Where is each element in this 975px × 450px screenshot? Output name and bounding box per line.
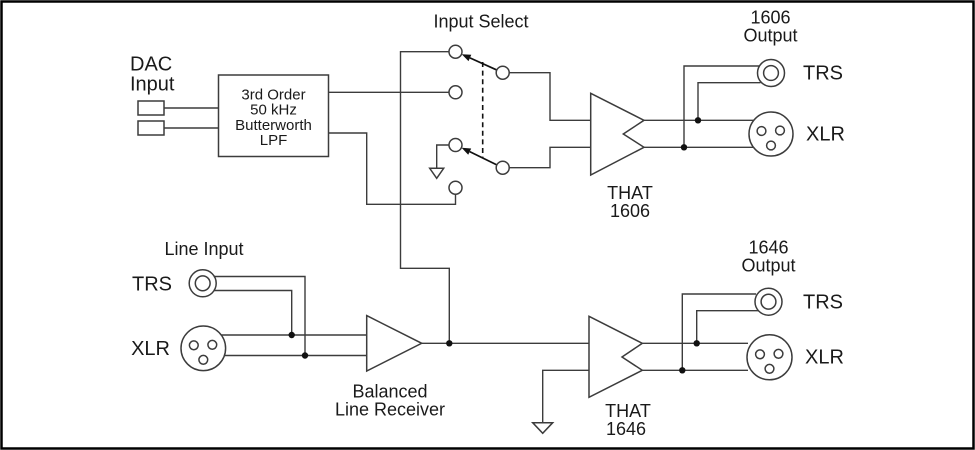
lpf-box [217, 74, 330, 158]
trs-1646-connector-inner [760, 293, 777, 310]
output-1606-section: 1606 Output TRS XLR [743, 8, 845, 157]
dac-input-title-line1: DAC [130, 54, 172, 76]
dac-input-title-line2: Input [130, 74, 175, 96]
lpf-block: 3rd Order 50 kHz Butterworth LPF [217, 74, 457, 205]
xlr-input-pin2 [207, 339, 218, 350]
dac-input-section: DAC Input [130, 54, 219, 136]
switch-contact-dac-minus [448, 180, 463, 195]
ground-symbol-1646-icon [530, 421, 555, 435]
switch-arm-upper [469, 57, 498, 71]
xlr-input-connector-icon [180, 325, 227, 372]
wire-trs-tip [213, 275, 306, 356]
input-select-title: Input Select [433, 12, 528, 32]
junction-1646-minus [679, 367, 686, 374]
input-select-switch: Input Select [428, 12, 591, 195]
receiver-label-line1: Balanced [352, 382, 427, 402]
lpf-text-line2: 50 kHz [250, 102, 297, 119]
that-1606-driver: THAT 1606 [589, 65, 761, 221]
output-1606-title-line2: Output [743, 26, 797, 46]
trs-1646-label: TRS [803, 292, 843, 314]
output-1606-title-line1: 1606 [750, 8, 790, 28]
switch-contact-line-input [448, 44, 463, 59]
lpf-text-line3: Butterworth [235, 117, 312, 134]
junction-1606-minus [680, 144, 688, 151]
junction-1646-plus [693, 340, 700, 347]
junction-receiver-output [446, 340, 453, 347]
trs-1606-label: TRS [803, 63, 843, 85]
switch-pole-upper [495, 65, 510, 80]
that-1606-label-line1: THAT [607, 183, 653, 203]
that-1646-label-line2: 1646 [606, 419, 646, 439]
xlr-1646-pin2 [773, 348, 784, 359]
that-1606-label-line2: 1606 [610, 201, 650, 221]
that-1606-amp-symbol [589, 92, 646, 177]
wire-1606-minus-to-trs [683, 65, 759, 148]
xlr-1646-label: XLR [805, 347, 844, 369]
output-1646-title-line1: 1646 [748, 238, 788, 258]
junction-1606-plus [694, 117, 702, 124]
xlr-1646-pin3 [764, 363, 775, 374]
wire-1646-plus-to-trs [696, 310, 758, 344]
trs-input-label: TRS [132, 274, 172, 296]
output-1646-title-line2: Output [741, 256, 795, 276]
receiver-label-line2: Line Receiver [335, 400, 445, 420]
xlr-1606-pin3 [765, 140, 777, 151]
wire-pole-upper-to-1606 [509, 72, 591, 121]
wire-1646-input-to-ground [542, 369, 589, 423]
switch-arm-lower [469, 150, 498, 166]
trs-1606-connector-inner [762, 64, 780, 82]
xlr-1646-pin1 [754, 349, 766, 360]
dac-connector-pin-1 [137, 100, 165, 116]
balanced-receiver: Balanced Line Receiver [335, 314, 589, 420]
xlr-1606-pin1 [756, 125, 767, 137]
wire-lpf-minus-to-switch [328, 132, 457, 205]
receiver-amp-symbol [365, 314, 424, 373]
xlr-1646-connector-icon [746, 334, 793, 381]
that-1646-label-line1: THAT [605, 401, 651, 421]
switch-contact-dac-plus [448, 85, 463, 100]
dac-connector-pin-2 [137, 120, 165, 136]
switch-arrow-lower-icon [461, 147, 472, 155]
lpf-text-line1: 3rd Order [241, 87, 305, 104]
xlr-1606-label: XLR [806, 124, 845, 146]
that-1646-amp-symbol [588, 315, 644, 399]
wire-1646-minus-to-trs [681, 293, 756, 371]
wire-receiver-to-switch-riser [399, 51, 450, 344]
wire-switch-to-ground [436, 144, 449, 169]
switch-pole-lower [495, 160, 510, 175]
switch-contact-ground [448, 137, 463, 153]
that-1646-driver: THAT 1646 [530, 293, 758, 439]
junction-input-hot [288, 331, 295, 339]
xlr-1606-connector-icon [748, 111, 794, 157]
line-input-title: Line Input [164, 239, 243, 259]
xlr-input-label: XLR [131, 338, 170, 360]
lpf-text-line4: LPF [260, 132, 288, 149]
switch-arrow-upper-icon [461, 54, 472, 62]
wire-trs-ring [213, 289, 293, 335]
xlr-input-pin1 [188, 340, 199, 351]
ground-symbol-icon [428, 167, 446, 180]
line-input-section: Line Input TRS XLR [131, 239, 367, 372]
xlr-input-pin3 [198, 354, 209, 365]
trs-input-connector-inner [194, 275, 211, 292]
junction-input-cold [301, 352, 309, 359]
wire-1606-plus-to-trs [697, 82, 761, 121]
wire-pole-lower-to-1606 [509, 146, 591, 169]
output-1646-section: 1646 Output TRS XLR [741, 238, 844, 381]
xlr-1606-pin2 [774, 125, 786, 136]
